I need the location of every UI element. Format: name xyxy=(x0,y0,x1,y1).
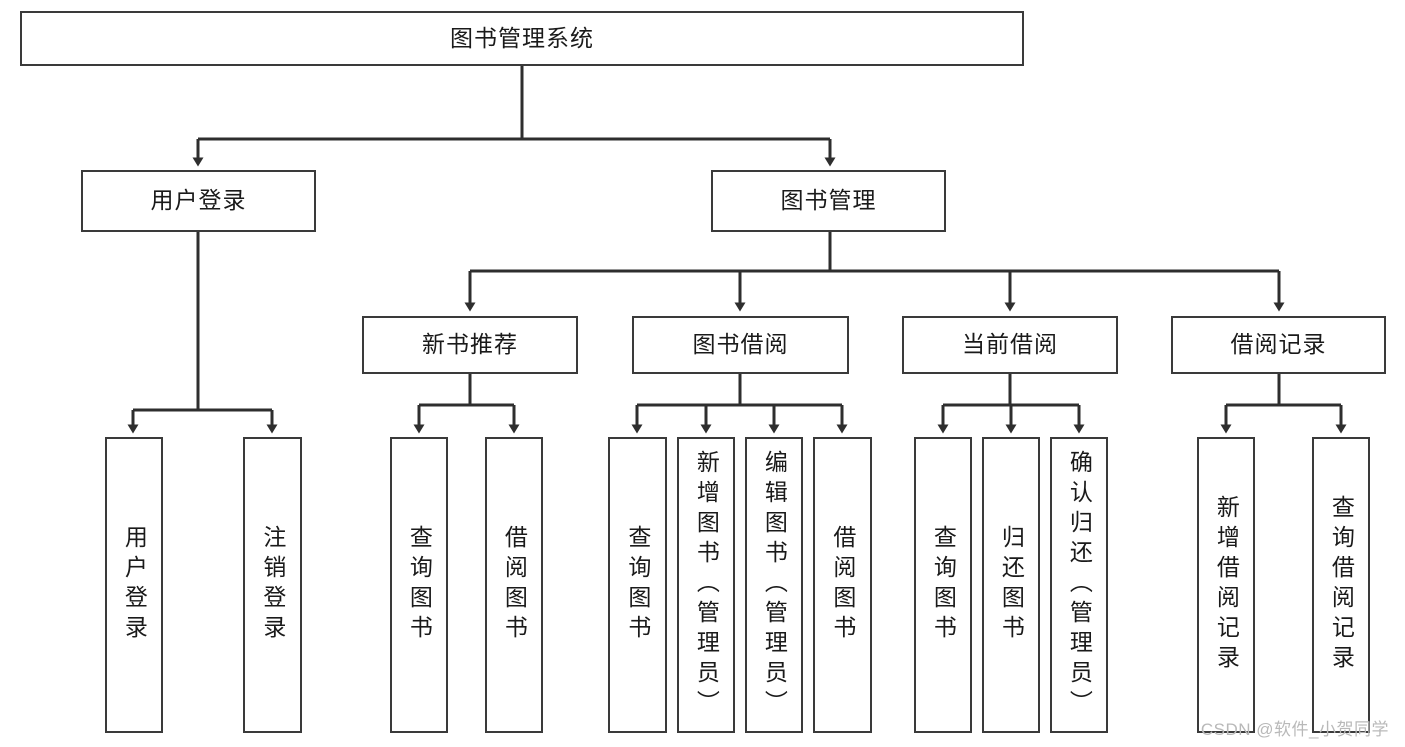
node-leaf-query-book-1[interactable]: 查询图书 xyxy=(390,437,448,733)
node-leaf-borrow-book-1-label: 借阅图书 xyxy=(501,525,528,645)
node-leaf-edit-book-label: 编辑图书（管理员） xyxy=(761,450,788,720)
watermark: CSDN @软件_小贺同学 xyxy=(1200,720,1389,739)
node-new-book-rec[interactable]: 新书推荐 xyxy=(362,316,578,374)
node-user-login[interactable]: 用户登录 xyxy=(81,170,316,232)
node-borrow-record[interactable]: 借阅记录 xyxy=(1171,316,1386,374)
node-user-login-label: 用户登录 xyxy=(150,187,247,214)
node-leaf-return-book-label: 归还图书 xyxy=(998,525,1025,645)
node-borrow-record-label: 借阅记录 xyxy=(1230,331,1327,358)
node-leaf-add-book-label: 新增图书（管理员） xyxy=(693,450,720,720)
node-current-borrow[interactable]: 当前借阅 xyxy=(902,316,1118,374)
node-leaf-user-login-label: 用户登录 xyxy=(121,525,148,645)
node-leaf-logout-label: 注销登录 xyxy=(259,525,286,645)
node-root-label: 图书管理系统 xyxy=(450,24,594,51)
node-leaf-query-record[interactable]: 查询借阅记录 xyxy=(1312,437,1370,733)
node-leaf-add-record-label: 新增借阅记录 xyxy=(1213,495,1240,675)
node-leaf-query-book-3[interactable]: 查询图书 xyxy=(914,437,972,733)
node-leaf-confirm-return[interactable]: 确认归还（管理员） xyxy=(1050,437,1108,733)
node-leaf-query-book-2-label: 查询图书 xyxy=(624,525,651,645)
node-leaf-add-record[interactable]: 新增借阅记录 xyxy=(1197,437,1255,733)
node-leaf-logout[interactable]: 注销登录 xyxy=(243,437,302,733)
node-current-borrow-label: 当前借阅 xyxy=(962,331,1058,358)
node-new-book-rec-label: 新书推荐 xyxy=(422,331,518,358)
node-root[interactable]: 图书管理系统 xyxy=(20,11,1024,66)
node-leaf-confirm-return-label: 确认归还（管理员） xyxy=(1066,450,1093,720)
node-leaf-borrow-book-2[interactable]: 借阅图书 xyxy=(813,437,872,733)
node-leaf-borrow-book-1[interactable]: 借阅图书 xyxy=(485,437,543,733)
node-leaf-query-book-1-label: 查询图书 xyxy=(406,525,433,645)
node-leaf-query-book-2[interactable]: 查询图书 xyxy=(608,437,667,733)
node-leaf-borrow-book-2-label: 借阅图书 xyxy=(829,525,856,645)
node-leaf-query-record-label: 查询借阅记录 xyxy=(1328,495,1355,675)
node-leaf-return-book[interactable]: 归还图书 xyxy=(982,437,1040,733)
node-leaf-query-book-3-label: 查询图书 xyxy=(930,525,957,645)
node-leaf-add-book[interactable]: 新增图书（管理员） xyxy=(677,437,735,733)
node-book-manage[interactable]: 图书管理 xyxy=(711,170,946,232)
node-book-borrow[interactable]: 图书借阅 xyxy=(632,316,849,374)
node-leaf-edit-book[interactable]: 编辑图书（管理员） xyxy=(745,437,803,733)
node-leaf-user-login[interactable]: 用户登录 xyxy=(105,437,163,733)
node-book-manage-label: 图书管理 xyxy=(780,187,877,214)
node-book-borrow-label: 图书借阅 xyxy=(692,331,789,358)
